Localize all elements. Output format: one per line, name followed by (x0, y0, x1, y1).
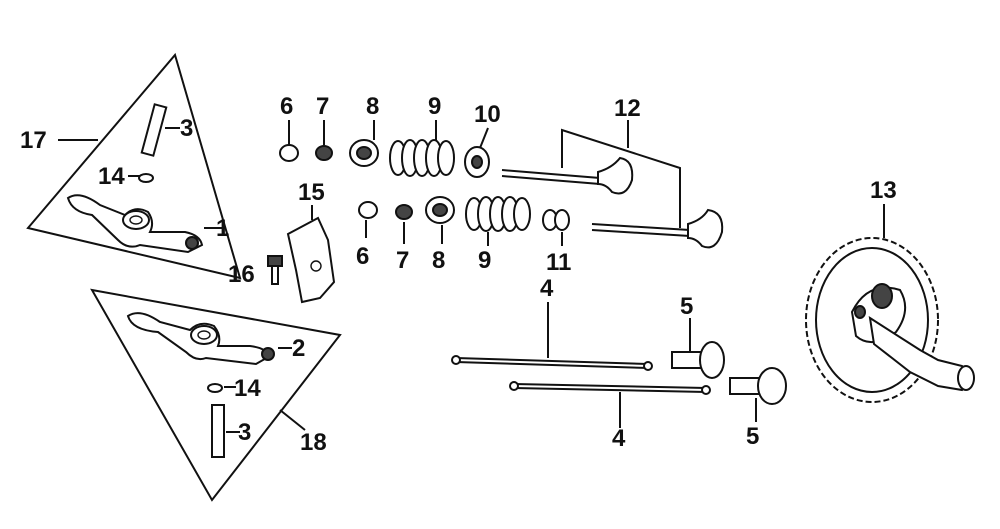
callout-5b: 5 (746, 423, 759, 450)
callout-3b: 3 (238, 419, 251, 446)
group-18-outline (90, 288, 342, 502)
callout-9b: 9 (478, 247, 491, 274)
valve-upper (501, 156, 634, 195)
callout-10: 10 (474, 101, 501, 128)
bolt (267, 255, 283, 285)
callout-4a: 4 (540, 275, 554, 302)
rocker-arm-lower (126, 312, 275, 366)
spring-retainer-upper (349, 139, 379, 167)
callout-17: 17 (20, 127, 47, 154)
callout-9a: 9 (428, 93, 441, 120)
callout-11: 11 (546, 249, 571, 276)
valve-spring-lower (465, 196, 531, 232)
tappet-upper (671, 341, 725, 379)
callout-8a: 8 (366, 93, 379, 120)
callout-5a: 5 (680, 293, 693, 320)
callout-14b: 14 (234, 375, 261, 402)
rocker-shaft-upper (140, 103, 168, 157)
camshaft-gear (805, 237, 975, 403)
group-17-outline (26, 52, 242, 280)
callout-15: 15 (298, 179, 325, 206)
callout-6a: 6 (280, 93, 293, 120)
valve-lower (591, 208, 724, 249)
callout-6b: 6 (356, 243, 369, 270)
valve-seal (464, 146, 490, 178)
callout-14a: 14 (98, 163, 125, 190)
callout-2: 2 (292, 335, 305, 362)
push-rod-upper (451, 355, 653, 371)
valve-cap-lower (358, 201, 378, 219)
bracket-plate (286, 216, 336, 304)
valve-spring-upper (389, 139, 455, 177)
leader-12 (561, 128, 681, 228)
callout-13: 13 (870, 177, 897, 204)
callout-18: 18 (300, 429, 327, 456)
valve-keeper-lower (395, 204, 413, 220)
valve-cap-upper (279, 144, 299, 162)
clip-lower (207, 383, 223, 393)
callout-3a: 3 (180, 115, 193, 142)
callout-7a: 7 (316, 93, 329, 120)
callout-4b: 4 (612, 425, 626, 452)
push-rod-lower (509, 381, 711, 395)
valve-stem-seal-lower (542, 209, 570, 231)
leader-18 (279, 409, 306, 431)
callout-7b: 7 (396, 247, 409, 274)
callout-8b: 8 (432, 247, 445, 274)
callout-16: 16 (228, 261, 255, 288)
callout-1: 1 (216, 215, 229, 242)
spring-retainer-lower (425, 196, 455, 224)
callout-12: 12 (614, 95, 641, 122)
valve-keeper-upper (315, 145, 333, 161)
rocker-shaft-lower (211, 404, 225, 458)
tappet-lower (729, 367, 787, 405)
clip-upper (138, 173, 154, 183)
rocker-arm-upper (66, 194, 204, 254)
